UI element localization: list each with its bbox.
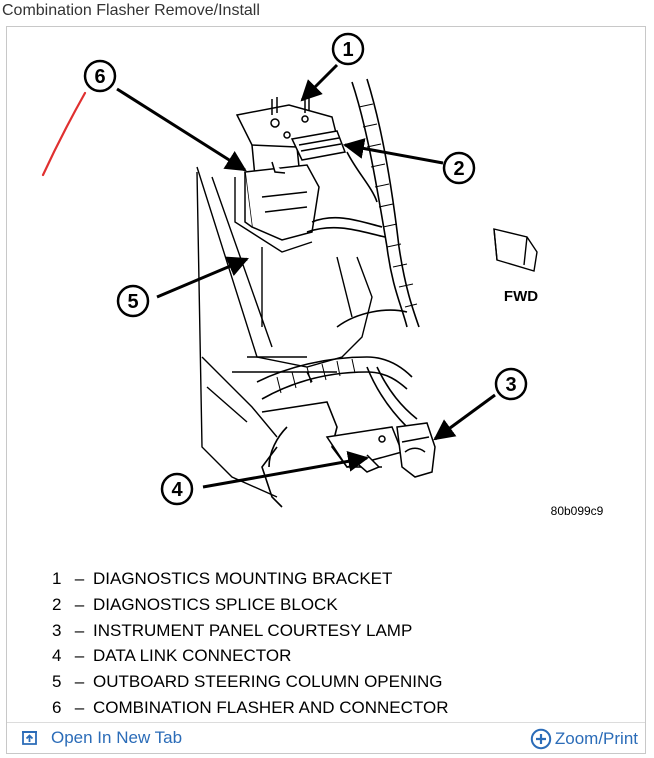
- fwd-label: FWD: [504, 288, 538, 305]
- legend-number: 4: [52, 646, 62, 666]
- legend-text: INSTRUMENT PANEL COURTESY LAMP: [93, 620, 413, 640]
- callout-circle-6: [83, 59, 117, 93]
- legend-item-2: 2–DIAGNOSTICS SPLICE BLOCK: [52, 592, 448, 618]
- open-in-new-tab-button[interactable]: Open In New Tab: [21, 728, 182, 748]
- callout-circle-1: [331, 32, 365, 66]
- data-link-connector: [325, 426, 404, 473]
- legend-item-1: 1–DIAGNOSTICS MOUNTING BRACKET: [52, 566, 448, 592]
- callout-circle-4: [160, 472, 194, 506]
- courtesy-lamp: [396, 422, 436, 478]
- leader-arrows: [116, 63, 496, 489]
- callout-circle-5: [116, 284, 150, 318]
- diagram: 1 2 3 4 5 6 FWD 80b099c9: [41, 32, 604, 518]
- figure-code: 80b099c9: [551, 504, 604, 518]
- legend-text: DATA LINK CONNECTOR: [93, 646, 292, 666]
- callout-3: 3: [505, 374, 516, 396]
- legend-number: 2: [52, 594, 62, 614]
- zoom-plus-icon: [530, 728, 552, 750]
- legend-number: 1: [52, 569, 62, 588]
- callout-circle-3: [494, 367, 528, 401]
- harness-tape-marks: [276, 103, 418, 394]
- open-in-new-tab-label: Open In New Tab: [51, 728, 183, 747]
- legend-text: DIAGNOSTICS SPLICE BLOCK: [93, 594, 338, 614]
- callout-circles: [83, 32, 528, 506]
- callout-2: 2: [453, 158, 464, 180]
- legend-text: DIAGNOSTICS MOUNTING BRACKET: [93, 569, 393, 588]
- dashboard-panel: [196, 166, 373, 498]
- legend-text: OUTBOARD STEERING COLUMN OPENING: [93, 672, 443, 692]
- callout-5: 5: [127, 291, 138, 313]
- red-annotation-mark: [41, 91, 87, 177]
- action-bar: Open In New Tab Zoom/Print: [7, 722, 645, 753]
- callout-circle-2: [442, 151, 476, 185]
- figure-frame: [6, 26, 646, 754]
- zoom-print-label: Zoom/Print: [554, 729, 638, 748]
- open-new-tab-icon: [21, 730, 39, 746]
- legend-number: 3: [52, 620, 62, 640]
- callout-1: 1: [342, 39, 353, 61]
- legend-item-4: 4–DATA LINK CONNECTOR: [52, 643, 448, 669]
- wiring-harness: [256, 78, 420, 508]
- legend-item-3: 3–INSTRUMENT PANEL COURTESY LAMP: [52, 618, 448, 644]
- legend-text: COMBINATION FLASHER AND CONNECTOR: [93, 697, 449, 717]
- fwd-arrow-icon: [493, 228, 538, 272]
- legend: 1–DIAGNOSTICS MOUNTING BRACKET 2–DIAGNOS…: [52, 566, 448, 721]
- legend-number: 6: [52, 697, 62, 717]
- legend-number: 5: [52, 672, 62, 692]
- page-title: Combination Flasher Remove/Install: [2, 2, 260, 19]
- legend-item-5: 5–OUTBOARD STEERING COLUMN OPENING: [52, 669, 448, 695]
- legend-item-6: 6–COMBINATION FLASHER AND CONNECTOR: [52, 695, 448, 721]
- callout-4: 4: [171, 479, 183, 501]
- zoom-print-button[interactable]: Zoom/Print: [530, 728, 638, 750]
- callout-6: 6: [94, 66, 105, 88]
- combination-flasher: [244, 161, 320, 241]
- splice-block: [290, 130, 347, 161]
